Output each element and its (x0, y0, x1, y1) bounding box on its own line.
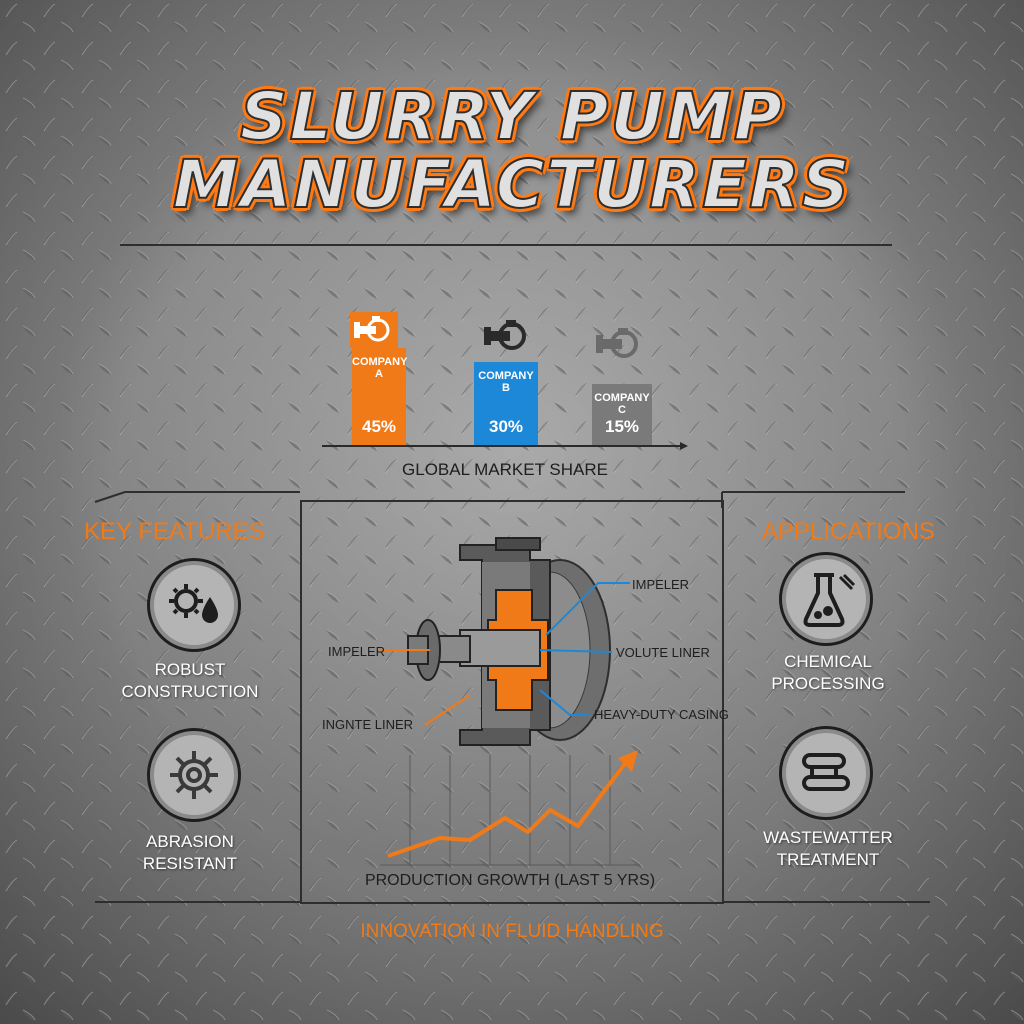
title-line-2: MANUFACTURERS (172, 145, 852, 224)
bar-label-company-c: COMPANY C (594, 392, 650, 416)
pipes-icon (802, 753, 850, 791)
application-wastewater-line2: TREATMENT (776, 850, 880, 869)
feature-robust-construction-badge (147, 558, 241, 652)
pump-icon (596, 328, 638, 358)
pump-icon (484, 320, 526, 350)
pump-diagram-panel (300, 500, 724, 904)
application-chemical-label: CHEMICAL PROCESSING (748, 651, 908, 695)
bar-value-company-b: 30% (488, 417, 524, 436)
bar-label-company-a: COMPANY A (352, 356, 408, 380)
market-share-chart: COMPANY A 45% COMPANY B 30% COMPANY C 15… (320, 300, 690, 460)
application-chemical-line2: PROCESSING (771, 674, 885, 693)
callout-impeller-top: IMPELER (632, 577, 690, 592)
chart-baseline-arrow (322, 442, 688, 450)
feature-robust-line2: CONSTRUCTION (121, 682, 259, 701)
gears-droplet-icon (169, 584, 218, 623)
applications-title: APPLICATIONS (762, 518, 935, 545)
bar-company-c: COMPANY C 15% (592, 384, 652, 446)
feature-abrasion-label: ABRASION RESISTANT (110, 831, 270, 875)
application-wastewater-line1: WASTEWATTER (763, 828, 893, 847)
gear-icon (170, 751, 218, 799)
application-chemical-line1: CHEMICAL (784, 652, 872, 671)
callout-ingnte-liner: INGNTE LINER (322, 717, 414, 732)
title-line-1: SLURRY PUMP (239, 77, 784, 156)
feature-abrasion-resistant-badge (147, 728, 241, 822)
feature-abrasion-line1: ABRASION (146, 832, 234, 851)
feature-robust-label: ROBUST CONSTRUCTION (110, 659, 270, 703)
pump-cutaway-diagram (380, 537, 640, 866)
bar-company-b: COMPANY B 30% (474, 362, 538, 446)
title-divider (120, 244, 892, 246)
application-chemical-badge (779, 552, 873, 646)
key-features-title: KEY FEATURES (84, 518, 265, 545)
application-wastewater-label: WASTEWATTER TREATMENT (748, 827, 908, 871)
market-share-caption: GLOBAL MARKET SHARE (402, 460, 608, 479)
callout-impeller-left: IMPELER (328, 644, 386, 659)
growth-caption: PRODUCTION GROWTH (LAST 5 YRS) (364, 872, 656, 889)
callout-heavy-duty-casing: HEAVY-DUTY CASING (594, 707, 729, 722)
pump-icon (350, 312, 398, 348)
callout-volute-liner: VOLUTE LINER (616, 645, 710, 660)
bar-value-company-c: 15% (604, 417, 640, 436)
flask-icon (803, 573, 856, 627)
feature-abrasion-line2: RESISTANT (142, 854, 238, 873)
footer-tagline: INNOVATION IN FLUID HANDLING (360, 921, 664, 942)
bar-label-company-b: COMPANY B (478, 370, 534, 394)
bar-value-company-a: 45% (361, 417, 397, 436)
application-wastewater-badge (779, 726, 873, 820)
feature-robust-line1: ROBUST (154, 660, 226, 679)
bar-company-a: COMPANY A 45% (352, 348, 408, 446)
